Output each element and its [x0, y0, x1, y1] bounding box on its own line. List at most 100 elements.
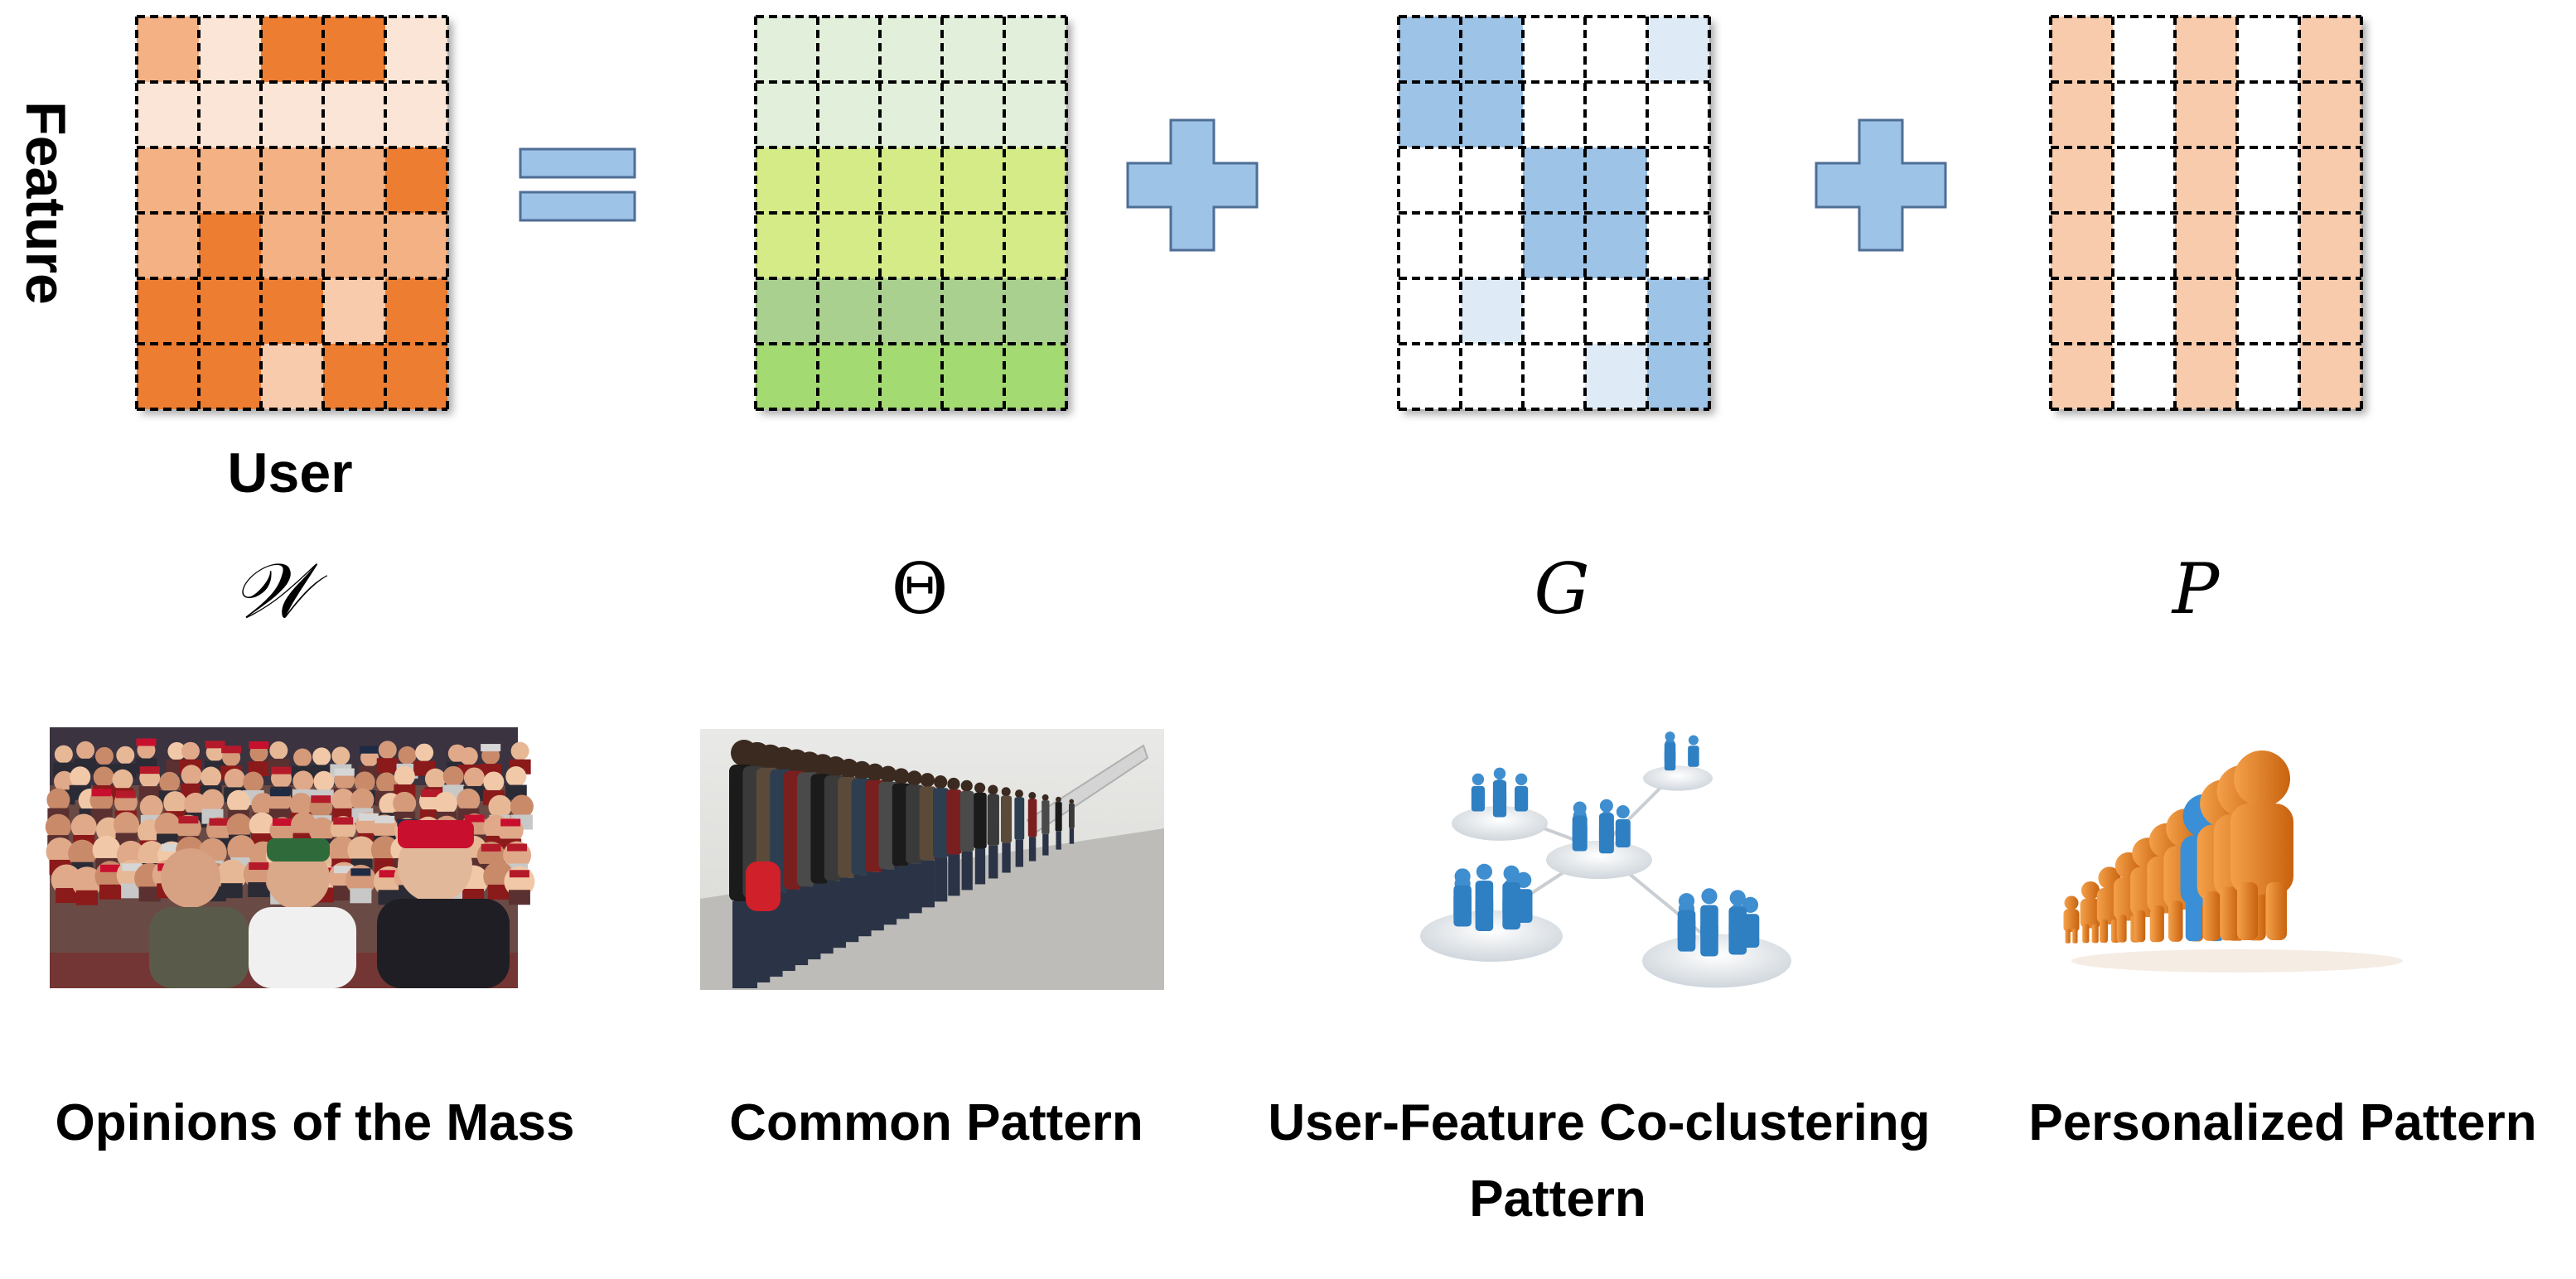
matrix-cell [942, 278, 1004, 344]
matrix-cell [2175, 344, 2237, 409]
matrix-cell [1647, 344, 1709, 409]
matrix-cell [1399, 344, 1461, 409]
matrix-cell [199, 344, 261, 409]
matrix-cell [818, 17, 880, 82]
matrix-cell [818, 213, 880, 278]
caption-common-pattern: Common Pattern [729, 1094, 1143, 1151]
matrix-cell [1647, 17, 1709, 82]
matrix-cell [2051, 344, 2113, 409]
matrix-cell [2237, 17, 2299, 82]
matrix-cell [942, 147, 1004, 213]
symbol-p: P [2172, 548, 2220, 630]
matrix-cell [261, 147, 323, 213]
matrix-cell [756, 82, 818, 147]
queue-photo [700, 729, 1164, 990]
matrix-cell [880, 17, 942, 82]
matrix-cell [942, 82, 1004, 147]
caption-co-clustering-line2: Pattern [1469, 1170, 1646, 1228]
matrix-cell [1585, 82, 1647, 147]
matrix-cell [199, 278, 261, 344]
matrix-cell [2113, 17, 2175, 82]
matrix-cell [1004, 147, 1066, 213]
plus-sign [1815, 118, 1947, 252]
individual-figure-image [2063, 751, 2403, 973]
matrix-cell [1004, 278, 1066, 344]
matrix-cell [2237, 213, 2299, 278]
matrix-cell [2237, 278, 2299, 344]
matrix-cell [2051, 147, 2113, 213]
matrix-cell [137, 278, 199, 344]
matrix-cell [2175, 82, 2237, 147]
matrix-cell [1585, 213, 1647, 278]
matrix-cell [1461, 17, 1523, 82]
matrix-cell [1585, 17, 1647, 82]
matrix-cell [2113, 147, 2175, 213]
matrix-cell [1585, 344, 1647, 409]
matrix-p-grid [2049, 15, 2363, 411]
matrix-cell [2237, 147, 2299, 213]
matrix-cell [942, 17, 1004, 82]
symbol-w: 𝒲 [231, 547, 312, 635]
matrix-cell [1461, 213, 1523, 278]
matrix-cell [1647, 147, 1709, 213]
matrix-cell [1523, 213, 1585, 278]
matrix-cell [1004, 344, 1066, 409]
matrix-cell [323, 344, 385, 409]
matrix-cell [1399, 147, 1461, 213]
matrix-cell [2051, 278, 2113, 344]
matrix-cell [1647, 213, 1709, 278]
caption-opinions-of-the-mass: Opinions of the Mass [55, 1094, 575, 1151]
matrix-cell [880, 213, 942, 278]
matrix-g-grid [1397, 15, 1711, 411]
matrix-cell [2051, 82, 2113, 147]
matrix-cell [137, 82, 199, 147]
matrix-cell [2237, 82, 2299, 147]
network-clusters-image [1420, 731, 1791, 988]
matrix-cell [756, 344, 818, 409]
plus-sign [1126, 118, 1259, 252]
user-axis-label: User [227, 442, 353, 504]
matrix-cell [818, 278, 880, 344]
matrix-cell [2113, 213, 2175, 278]
matrix-cell [1399, 278, 1461, 344]
feature-axis-label: Feature [14, 101, 77, 305]
matrix-cell [2113, 344, 2175, 409]
matrix-cell [2299, 278, 2361, 344]
matrix-cell [1004, 213, 1066, 278]
matrix-cell [880, 278, 942, 344]
matrix-cell [2113, 278, 2175, 344]
matrix-cell [261, 17, 323, 82]
matrix-cell [818, 344, 880, 409]
crowd-icon [149, 820, 510, 988]
matrix-cell [323, 213, 385, 278]
matrix-cell [1523, 344, 1585, 409]
matrix-theta-grid [754, 15, 1068, 411]
matrix-cell [1399, 213, 1461, 278]
matrix-cell [756, 147, 818, 213]
caption-co-clustering-line1: User-Feature Co-clustering [1268, 1094, 1931, 1151]
symbol-g: G [1534, 548, 1590, 630]
matrix-cell [2175, 147, 2237, 213]
matrix-cell [2175, 17, 2237, 82]
matrix-cell [2051, 213, 2113, 278]
matrix-cell [2175, 278, 2237, 344]
matrix-cell [385, 82, 447, 147]
matrix-cell [2299, 82, 2361, 147]
matrix-cell [1647, 82, 1709, 147]
matrix-cell [261, 82, 323, 147]
matrix-cell [880, 344, 942, 409]
matrix-cell [2113, 82, 2175, 147]
matrix-cell [385, 147, 447, 213]
matrix-cell [1523, 17, 1585, 82]
matrix-cell [137, 17, 199, 82]
matrix-cell [1004, 17, 1066, 82]
matrix-cell [1523, 82, 1585, 147]
matrix-cell [199, 213, 261, 278]
matrix-cell [2299, 147, 2361, 213]
matrix-cell [1523, 278, 1585, 344]
matrix-cell [818, 82, 880, 147]
matrix-cell [2299, 213, 2361, 278]
equals-sign [519, 147, 636, 222]
caption-personalized-pattern: Personalized Pattern [2028, 1094, 2537, 1151]
matrix-w-grid [135, 15, 449, 411]
